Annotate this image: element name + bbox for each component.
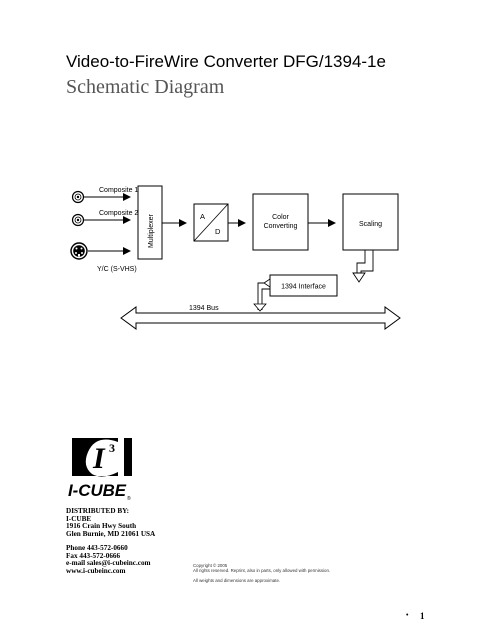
legal-note: All weights and dimensions are approxima… <box>193 578 281 583</box>
distributor-block: DISTRIBUTED BY: I-CUBE 1916 Crain Hwy So… <box>66 507 156 538</box>
contact-web[interactable]: www.i-cubeinc.com <box>66 566 126 575</box>
adc-label-a: A <box>200 212 205 221</box>
adc-divider-line <box>193 203 229 242</box>
adc-label-d: D <box>215 227 221 236</box>
page-title: Video-to-FireWire Converter DFG/1394-1e <box>66 52 386 71</box>
multiplexer-label: Multiplexer <box>148 213 155 248</box>
distributor-street: 1916 Crain Hwy South <box>66 522 137 531</box>
page-bullet: • <box>406 612 409 619</box>
contact-block: Phone 443-572-0660 Fax 443-572-0666 e-ma… <box>66 544 151 575</box>
distributor-company: I-CUBE <box>66 514 92 523</box>
interface-to-bus-arrow-icon <box>253 303 267 312</box>
input-label-svhs: Y/C (S-VHS) <box>97 266 137 273</box>
scaling-to-interface-connector <box>356 250 374 273</box>
contact-fax: Fax 443-572-0666 <box>66 551 121 560</box>
scaling-label: Scaling <box>359 221 382 228</box>
multiplexer-block <box>137 185 163 260</box>
color-label-line2: Converting <box>264 223 298 230</box>
scaling-block <box>342 193 399 251</box>
legal-rights: All rights reserved. Reprint, also in pa… <box>193 568 331 573</box>
i-cube-logo: I 3 I-CUBE ® <box>68 438 132 502</box>
scaling-to-interface-arrow-icon <box>352 272 366 283</box>
contact-email[interactable]: e-mail sales@i-cubeinc.com <box>66 559 151 568</box>
logo-wordmark: I-CUBE <box>68 481 127 500</box>
svhs-connector-icon <box>70 242 88 260</box>
color-label-line1: Color <box>272 214 289 221</box>
legal-copyright: Copyright © 2005 <box>193 563 228 568</box>
logo-mark-background-icon <box>72 438 118 477</box>
composite-1-connector-icon <box>71 190 85 204</box>
page-number: 1 <box>420 611 425 621</box>
composite-2-connector-icon <box>71 213 85 227</box>
legal-block: Copyright © 2005 All rights reserved. Re… <box>193 563 330 583</box>
distributor-heading: DISTRIBUTED BY: <box>66 507 130 515</box>
distributor-city: Glen Burnie, MD 21061 USA <box>66 529 156 538</box>
contact-phone: Phone 443-572-0660 <box>66 544 128 552</box>
logo-registered-mark: ® <box>127 495 131 502</box>
logo-mark-letter: I <box>92 442 106 475</box>
logo-mark-superscript: 3 <box>109 441 115 455</box>
color-converting-block <box>252 193 309 251</box>
logo-mark-bar-icon <box>124 438 132 476</box>
page-subtitle: Schematic Diagram <box>66 76 225 98</box>
firewire-bus-arrow <box>120 306 401 330</box>
input-label-composite-1: Composite 1 <box>99 187 138 194</box>
input-label-composite-2: Composite 2 <box>99 210 138 217</box>
interface-in-arrow-icon <box>263 278 271 288</box>
bus-label: 1394 Bus <box>189 305 219 312</box>
interface-label: 1394 Interface <box>281 284 326 291</box>
